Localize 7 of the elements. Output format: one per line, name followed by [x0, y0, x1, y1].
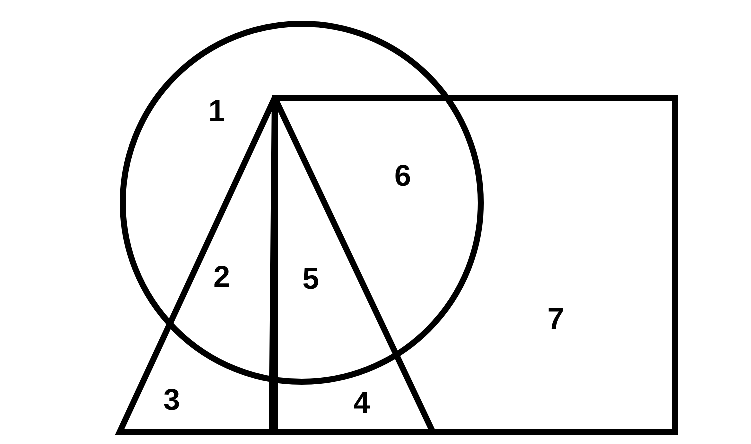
- region-number: 7: [548, 305, 564, 335]
- region-number: 1: [208, 97, 226, 127]
- region-number: 5: [302, 265, 320, 295]
- region-number: 6: [394, 162, 412, 192]
- region-number: 4: [354, 389, 370, 419]
- region-number: 2: [214, 263, 230, 293]
- region-number: 3: [164, 386, 180, 416]
